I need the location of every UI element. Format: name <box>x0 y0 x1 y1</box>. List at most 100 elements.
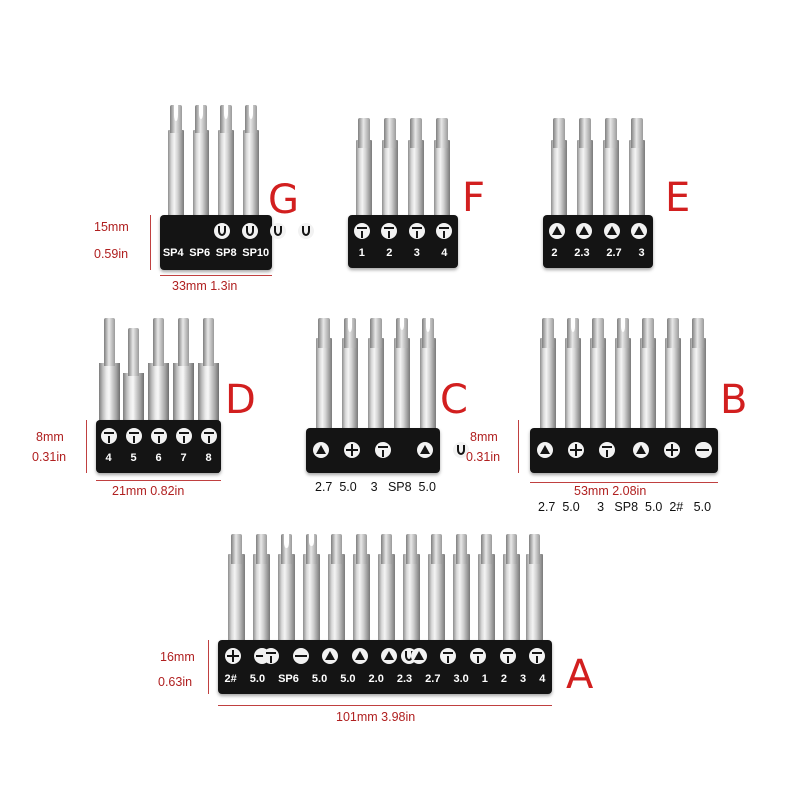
width-dim-g: 33mm 1.3in <box>172 279 238 293</box>
width-line-b <box>530 482 718 483</box>
cross-icon <box>344 442 361 458</box>
cross-icon <box>663 442 680 458</box>
width-line-d <box>96 480 221 481</box>
torx-icon <box>100 428 117 444</box>
bit-label: SP10 <box>242 247 270 259</box>
bit-set-b <box>530 316 718 473</box>
triangle-icon <box>313 442 330 458</box>
fork-icon <box>213 223 230 239</box>
tri-wing-icon <box>469 648 486 664</box>
holder-a: 2# 5.0 SP6 5.0 5.0 2.0 2.3 2.7 3.0 1 2 3… <box>218 640 552 694</box>
bit-label: 5.0 <box>249 673 266 685</box>
height-in-b: 0.31in <box>466 450 501 464</box>
bit-set-d: 4 5 6 7 8 <box>96 315 221 473</box>
bit-label: 7 <box>180 452 187 464</box>
height-mm-a: 16mm <box>160 650 195 664</box>
bit-label: 4 <box>441 247 448 259</box>
triangle-icon <box>576 223 593 239</box>
bit-label: 5.0 <box>340 673 356 685</box>
holder-d: 4 5 6 7 8 <box>96 420 221 473</box>
tri-wing-icon <box>381 223 398 239</box>
bit-set-e: 2 2.3 2.7 3 <box>543 110 653 268</box>
bit-label: 3 <box>413 247 420 259</box>
width-line-a <box>218 705 552 706</box>
fork-icon <box>297 223 314 239</box>
width-dim-d: 21mm 0.82in <box>112 484 185 498</box>
fork-icon <box>269 223 286 239</box>
holder-b <box>530 428 718 473</box>
bit-label: SP6 <box>278 673 299 685</box>
height-in-d: 0.31in <box>32 450 67 464</box>
bit-sizes-b: 2.7 5.0 3 SP8 5.0 2# 5.0 <box>538 500 712 514</box>
height-line-b <box>518 420 519 473</box>
bit-label: SP6 <box>189 247 211 259</box>
width-line-g <box>160 275 272 276</box>
bit-label: 5 <box>130 452 137 464</box>
holder-f: 1 2 3 4 <box>348 215 458 268</box>
triangle-icon <box>322 648 339 664</box>
set-letter-a: A <box>566 652 594 698</box>
tri-wing-icon <box>529 648 546 664</box>
height-mm-d: 8mm <box>36 430 64 444</box>
bit-label: 3.0 <box>453 673 469 685</box>
bit-label: 1 <box>481 673 488 685</box>
fork-icon <box>241 223 258 239</box>
torx-icon <box>200 428 217 444</box>
slot-icon <box>292 648 309 664</box>
bit-label: 4 <box>105 452 112 464</box>
holder-g: SP4 SP6 SP8 SP10 <box>160 215 314 270</box>
height-mm-g: 15mm <box>94 220 129 234</box>
tri-wing-icon <box>375 442 392 458</box>
set-letter-e: E <box>665 175 691 221</box>
torx-icon <box>175 428 192 444</box>
set-letter-g: G <box>268 177 299 223</box>
triangle-icon <box>410 648 427 664</box>
bit-label: 2 <box>500 673 508 685</box>
tri-wing-icon <box>436 223 453 239</box>
bit-label: 2.3 <box>574 247 590 259</box>
bit-label: 6 <box>155 452 162 464</box>
slot-icon <box>694 442 711 458</box>
bit-label: 2.7 <box>606 247 622 259</box>
triangle-icon <box>381 648 398 664</box>
width-dim-b: 53mm 2.08in <box>574 484 647 498</box>
bit-label: 5.0 <box>311 673 328 685</box>
bit-label: 2.0 <box>368 673 384 685</box>
triangle-icon <box>537 442 554 458</box>
bit-label: 4 <box>539 673 546 685</box>
bit-set-a: 2# 5.0 SP6 5.0 5.0 2.0 2.3 2.7 3.0 1 2 3… <box>218 532 552 694</box>
bit-label: SP4 <box>162 247 184 259</box>
tri-wing-icon <box>408 223 425 239</box>
cross-icon <box>224 648 241 664</box>
holder-c <box>306 428 469 473</box>
tri-wing-icon <box>263 648 280 664</box>
bit-set-c <box>306 318 469 473</box>
triangle-icon <box>632 442 649 458</box>
triangle-icon <box>416 442 433 458</box>
bit-set-f: 1 2 3 4 <box>348 110 458 268</box>
triangle-icon <box>351 648 368 664</box>
height-in-g: 0.59in <box>94 247 129 261</box>
bit-label: 8 <box>205 452 212 464</box>
bit-label: 3 <box>638 247 645 259</box>
triangle-icon <box>603 223 620 239</box>
set-letter-f: F <box>462 175 486 221</box>
width-dim-a: 101mm 3.98in <box>336 710 416 724</box>
bit-label: 3 <box>520 673 527 685</box>
height-in-a: 0.63in <box>158 675 193 689</box>
height-mm-b: 8mm <box>470 430 498 444</box>
fork-icon <box>452 442 469 458</box>
bit-label: 2 <box>386 247 393 259</box>
bit-label: SP8 <box>215 247 237 259</box>
holder-e: 2 2.3 2.7 3 <box>543 215 653 268</box>
cross-icon <box>568 442 585 458</box>
bit-label: 2 <box>551 247 558 259</box>
set-letter-b: B <box>720 377 748 423</box>
bit-label: 1 <box>358 247 365 259</box>
tri-wing-icon <box>353 223 370 239</box>
height-line-d <box>86 420 87 473</box>
bit-set-g: SP4 SP6 SP8 SP10 <box>160 105 314 270</box>
torx-icon <box>125 428 142 444</box>
tri-wing-icon <box>440 648 457 664</box>
bit-label: 2# <box>224 673 237 685</box>
